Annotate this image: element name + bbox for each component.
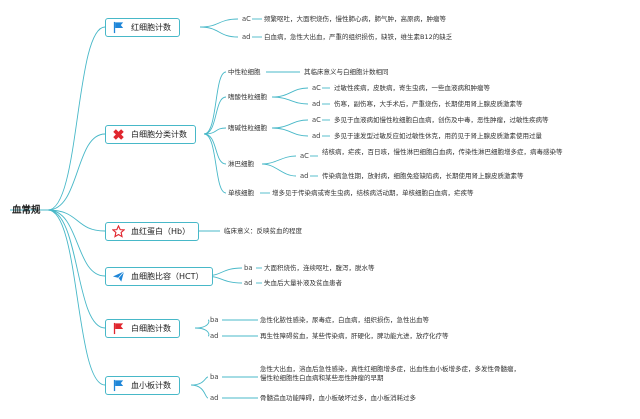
blue-flag-icon bbox=[113, 21, 124, 34]
level-key: ad bbox=[300, 172, 309, 180]
level-key: ad bbox=[312, 100, 321, 108]
branch-label: 血红蛋白（Hb） bbox=[131, 227, 191, 236]
red-star-icon bbox=[112, 225, 125, 238]
sub-node-label[interactable]: 中性粒细胞 bbox=[228, 68, 261, 76]
root-node[interactable]: 血常规 bbox=[12, 205, 41, 216]
level-key: ba bbox=[244, 264, 253, 272]
blue-flag-icon bbox=[113, 379, 124, 392]
detail-text: 大面积烧伤，连续呕吐，腹泻，脱水等 bbox=[264, 264, 375, 272]
level-key: ad bbox=[312, 132, 321, 140]
branch-wbc-differential[interactable]: 白细胞分类计数 bbox=[105, 125, 196, 144]
level-key: ad bbox=[210, 332, 219, 340]
red-flag-icon bbox=[113, 322, 124, 335]
branch-label: 白细胞分类计数 bbox=[131, 130, 187, 139]
detail-text: 多见于血液病如慢性粒细胞白血病，创伤及中毒，恶性肿瘤，过敏性疾病等 bbox=[334, 116, 549, 124]
level-key: aC bbox=[312, 116, 321, 124]
branch-red-blood-cell-count[interactable]: 红细胞计数 bbox=[105, 18, 180, 37]
detail-text: 过敏性疾病，皮肤病，寄生虫病，一些血液病和肿瘤等 bbox=[334, 84, 490, 92]
level-key: aC bbox=[312, 84, 321, 92]
level-key: aC bbox=[300, 152, 309, 160]
branch-label: 血细胞比容（HCT） bbox=[131, 272, 204, 281]
detail-text: 骨髓造血功能障碍，血小板破坏过多，血小板消耗过多 bbox=[260, 394, 416, 402]
detail-text: 失血后大量补液及贫血患者 bbox=[264, 279, 342, 287]
level-key: ba bbox=[210, 373, 219, 381]
level-key: ad bbox=[244, 279, 253, 287]
sub-node-label[interactable]: 淋巴细胞 bbox=[228, 160, 254, 168]
branch-label: 白细胞计数 bbox=[131, 324, 171, 333]
branch-label: 红细胞计数 bbox=[131, 23, 171, 32]
detail-text: 多见于速发型过敏反应如过敏性休克，用药见于肾上腺皮质激素使用过量 bbox=[334, 132, 542, 140]
detail-text: 传染病急性期，放射病，细胞免疫缺陷病，长期使用肾上腺皮质激素等 bbox=[322, 172, 524, 180]
detail-text: 临床意义：反映贫血的程度 bbox=[224, 227, 302, 235]
level-key: aC bbox=[242, 15, 251, 23]
detail-text: 伤寒，副伤寒，大手术后，严重烧伤，长期使用肾上腺皮质激素等 bbox=[334, 100, 523, 108]
detail-text: 急性大出血，溶血后急性感染，真性红细胞增多症，出血性血小板增多症，多发性骨髓瘤，… bbox=[260, 365, 520, 382]
level-key: ad bbox=[242, 33, 251, 41]
branch-wbc-count[interactable]: 白细胞计数 bbox=[105, 319, 180, 338]
detail-text: 白血病，急性大出血，严重的组织损伤，缺铁，维生素B12的缺乏 bbox=[264, 33, 453, 41]
detail-text: 增多见于传染病或寄生虫病，结核病活动期，单核细胞白血病，疟疾等 bbox=[272, 189, 474, 197]
detail-text: 急性化脓性感染，尿毒症，白血病，组织损伤，急性出血等 bbox=[260, 316, 429, 324]
level-key: ba bbox=[210, 316, 219, 324]
level-key: ad bbox=[210, 394, 219, 402]
detail-text: 结核病，疟疾，百日咳，慢性淋巴细胞白血病，传染性淋巴细胞增多症，病毒感染等 bbox=[322, 148, 563, 156]
branch-label: 血小板计数 bbox=[131, 381, 171, 390]
detail-text: 频繁呕吐，大面积烧伤，慢性肺心病，肺气肿，高原病，肿瘤等 bbox=[264, 15, 446, 23]
sub-node-label[interactable]: 嗜酸性粒细胞 bbox=[228, 93, 267, 101]
branch-hemoglobin[interactable]: 血红蛋白（Hb） bbox=[105, 222, 200, 241]
sub-node-label[interactable]: 单核细胞 bbox=[228, 189, 254, 197]
paper-plane-icon bbox=[112, 271, 125, 282]
red-cross-icon bbox=[113, 129, 124, 140]
detail-text: 再生性障碍贫血，某些传染病，肝硬化，脾功能亢进，放疗化疗等 bbox=[260, 332, 449, 340]
sub-node-label[interactable]: 嗜碱性粒细胞 bbox=[228, 124, 267, 132]
detail-text: 其临床意义与白细胞计数相同 bbox=[304, 68, 389, 76]
branch-hematocrit[interactable]: 血细胞比容（HCT） bbox=[105, 267, 213, 286]
branch-platelet-count[interactable]: 血小板计数 bbox=[105, 376, 180, 395]
